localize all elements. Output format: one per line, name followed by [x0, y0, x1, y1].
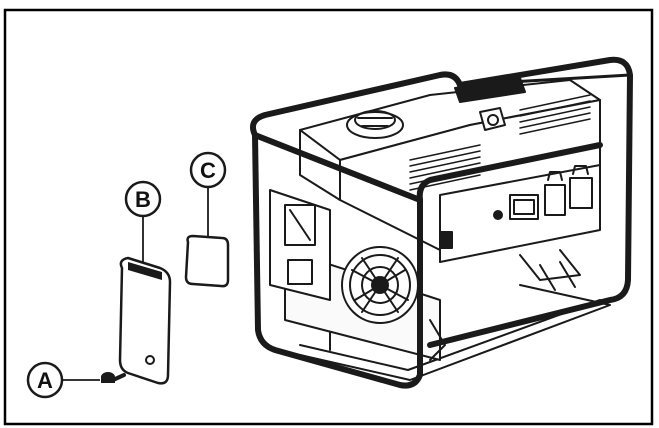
- foam-filter-part: [184, 234, 230, 288]
- screw-part: [101, 372, 126, 383]
- callout-a: A: [26, 361, 64, 399]
- callout-b-label: B: [135, 187, 151, 212]
- generator-illustration: [250, 56, 633, 389]
- panel-cover-part: [118, 256, 172, 385]
- callout-b: B: [124, 180, 162, 218]
- callout-a-label: A: [37, 368, 53, 393]
- callout-c-label: C: [200, 158, 216, 183]
- leader-lines: [62, 186, 209, 381]
- callout-b-circle: [124, 180, 162, 218]
- callout-c-circle: [189, 151, 227, 189]
- callout-c: C: [189, 151, 227, 189]
- callout-a-circle: [26, 361, 64, 399]
